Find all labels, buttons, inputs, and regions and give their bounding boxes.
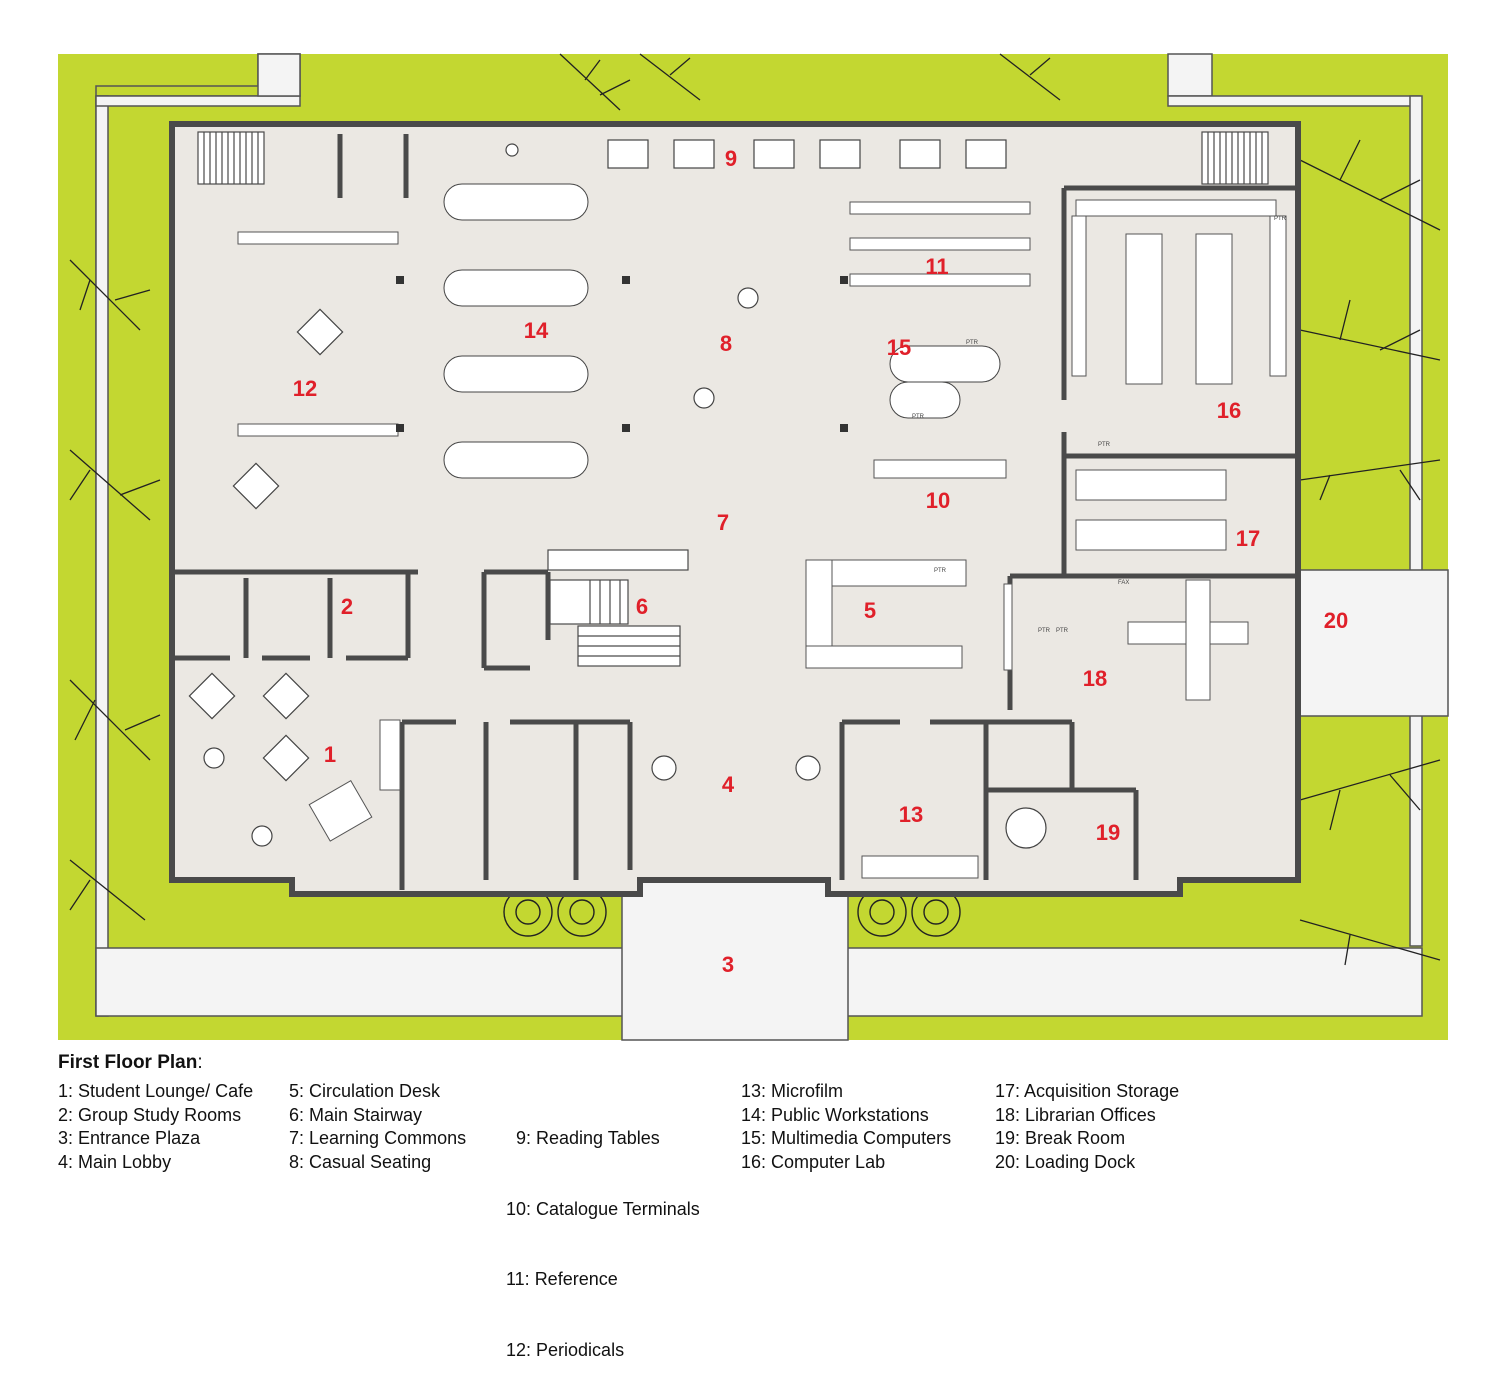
legend-item: 1: Student Lounge/ Cafe (58, 1081, 254, 1101)
tree-silhouettes (69, 53, 1441, 966)
legend-item: 13: Microfilm (741, 1081, 844, 1101)
room-number-14: 14 (524, 318, 549, 343)
floor-plan: PTR PTR PTR PTR PTR PTR PTR FAX 1 2 3 4 … (58, 53, 1449, 1041)
legend-item: 16: Computer Lab (741, 1151, 886, 1172)
legend-item: 14: Public Workstations (741, 1104, 929, 1125)
workstation-clusters (443, 183, 1001, 479)
legend-column-3: 9: Reading Tables 10: Catalogue Terminal… (506, 1080, 700, 1386)
site-paths (95, 53, 1449, 1041)
fax-label: FAX (1118, 580, 1129, 586)
legend-item: 12: Periodicals (506, 1339, 625, 1360)
room-number-3: 3 (722, 952, 734, 977)
legend-item: 20: Loading Dock (995, 1151, 1136, 1172)
printer-label: PTR (1056, 628, 1069, 634)
legend-item: 10: Catalogue Terminals (506, 1198, 700, 1219)
room-number-13: 13 (899, 802, 923, 827)
printer-label: PTR (934, 568, 947, 574)
legend-item: 18: Librarian Offices (995, 1104, 1156, 1125)
legend-item: 17: Acquisition Storage (995, 1081, 1180, 1101)
room-number-6: 6 (636, 594, 648, 619)
room-number-8: 8 (720, 331, 732, 356)
printer-label: PTR (1274, 216, 1287, 222)
room-number-4: 4 (722, 772, 735, 797)
lab-desks (1071, 199, 1287, 385)
legend-item: 11: Reference (506, 1269, 618, 1289)
legend-item: 7: Learning Commons (289, 1128, 467, 1148)
legend-item: 3: Entrance Plaza (58, 1128, 201, 1148)
legend-title: First Floor Plan: (58, 1052, 203, 1073)
interior-walls (172, 134, 1298, 890)
room-number-7: 7 (717, 510, 729, 535)
legend-item: 19: Break Room (995, 1128, 1126, 1148)
legend-item: 6: Main Stairway (289, 1104, 423, 1125)
columns (396, 276, 848, 432)
room-number-5: 5 (864, 598, 876, 623)
legend-item: 15: Multimedia Computers (741, 1128, 952, 1148)
legend-column-5: 17: Acquisition Storage 18: Librarian Of… (995, 1080, 1179, 1174)
legend-column-4: 13: Microfilm 14: Public Workstations 15… (741, 1080, 951, 1174)
printer-label: PTR (1098, 442, 1111, 448)
room-number-15: 15 (887, 335, 911, 360)
room-number-9: 9 (725, 146, 737, 171)
legend-item: 5: Circulation Desk (289, 1081, 441, 1101)
printer-label: PTR (966, 340, 979, 346)
room-number-11: 11 (925, 254, 948, 279)
building-floor (169, 121, 1301, 897)
room-number-10: 10 (926, 488, 950, 513)
room-number-18: 18 (1083, 666, 1107, 691)
seating (188, 139, 1047, 849)
entrance-shrubs (503, 887, 961, 937)
equipment-labels: PTR PTR PTR PTR PTR PTR PTR FAX (912, 216, 1287, 634)
room-number-19: 19 (1096, 820, 1120, 845)
legend-item: 2: Group Study Rooms (58, 1104, 242, 1125)
printer-label: PTR (1038, 628, 1051, 634)
legend-item: 4: Main Lobby (58, 1151, 172, 1172)
room-number-1: 1 (324, 742, 336, 767)
legend-column-2: 5: Circulation Desk 6: Main Stairway 7: … (289, 1080, 466, 1174)
legend-item: 8: Casual Seating (289, 1151, 432, 1172)
room-number-20: 20 (1324, 608, 1348, 633)
printer-label: PTR (912, 414, 925, 420)
stairs (197, 131, 1269, 667)
room-number-12: 12 (293, 376, 317, 401)
room-number-16: 16 (1217, 398, 1241, 423)
room-numbers: 1 2 3 4 5 6 7 8 9 10 11 12 13 14 15 16 1… (293, 146, 1348, 977)
legend-column-1: 1: Student Lounge/ Cafe 2: Group Study R… (58, 1080, 253, 1174)
room-number-2: 2 (341, 594, 353, 619)
legend-item: 9: Reading Tables (506, 1128, 660, 1148)
furniture (237, 201, 1249, 879)
room-number-17: 17 (1236, 526, 1260, 551)
